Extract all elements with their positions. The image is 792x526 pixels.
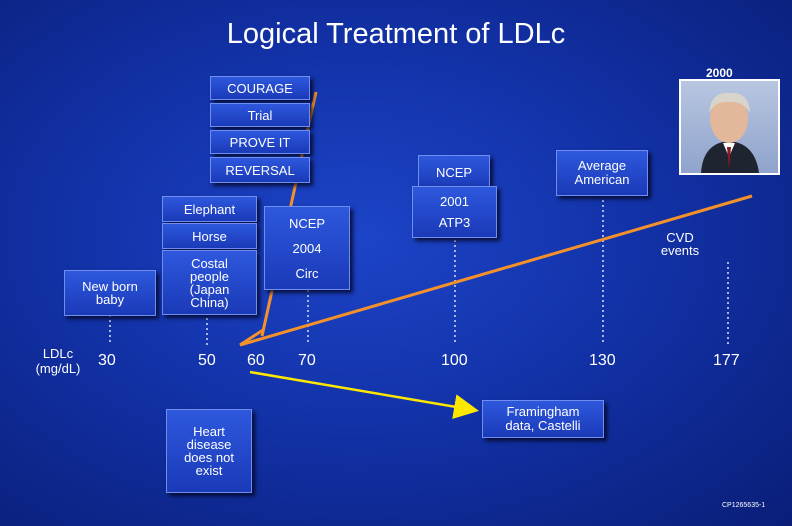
courage-label: COURAGE <box>210 76 310 100</box>
tick-100: 100 <box>441 352 468 369</box>
tick-60: 60 <box>247 352 265 369</box>
trend-line <box>239 194 753 347</box>
ncep-2004-label: NCEP <box>288 215 326 231</box>
tick-177: 177 <box>713 352 740 369</box>
ncep-2004-year: 2004 <box>292 240 322 256</box>
reversal-label: REVERSAL <box>210 157 310 183</box>
ldlc-axis-label: LDLc (mg/dL) <box>35 346 81 376</box>
prove-it-label: PROVE IT <box>210 130 310 154</box>
costal-people-label: Costal people <box>189 255 230 284</box>
elephant-label: Elephant <box>162 196 257 222</box>
framingham-box: Framingham data, Castelli <box>482 400 604 438</box>
circ-label: Circ <box>295 265 319 281</box>
atp3-year: 2001 <box>440 194 469 209</box>
tick-30: 30 <box>98 352 116 369</box>
portrait-photo <box>679 79 780 175</box>
costal-people-box: Costal people (Japan China) <box>162 250 257 315</box>
newborn-box: New born baby <box>64 270 156 316</box>
horse-label: Horse <box>162 223 257 249</box>
cvd-events-label: CVD events <box>660 230 700 258</box>
tick-70: 70 <box>298 352 316 369</box>
heart-disease-box: Heart disease does not exist <box>166 409 252 493</box>
trend-connector <box>239 328 264 347</box>
trial-label: Trial <box>210 103 310 127</box>
page-title: Logical Treatment of LDLc <box>226 18 566 50</box>
year-2000-label: 2000 <box>706 66 733 80</box>
tick-50: 50 <box>198 352 216 369</box>
atp3-label: ATP3 <box>438 215 471 230</box>
tick-130: 130 <box>589 352 616 369</box>
average-american-box: Average American <box>556 150 648 196</box>
ncep-atp3-box: 2001 ATP3 <box>412 186 497 238</box>
ncep-2004-box: NCEP 2004 Circ <box>264 206 350 290</box>
ncep-top-box: NCEP <box>418 155 490 189</box>
japan-china-label: (Japan China) <box>189 281 230 310</box>
footer-code: CP1265635-1 <box>722 502 766 509</box>
framingham-arrow <box>249 370 479 419</box>
